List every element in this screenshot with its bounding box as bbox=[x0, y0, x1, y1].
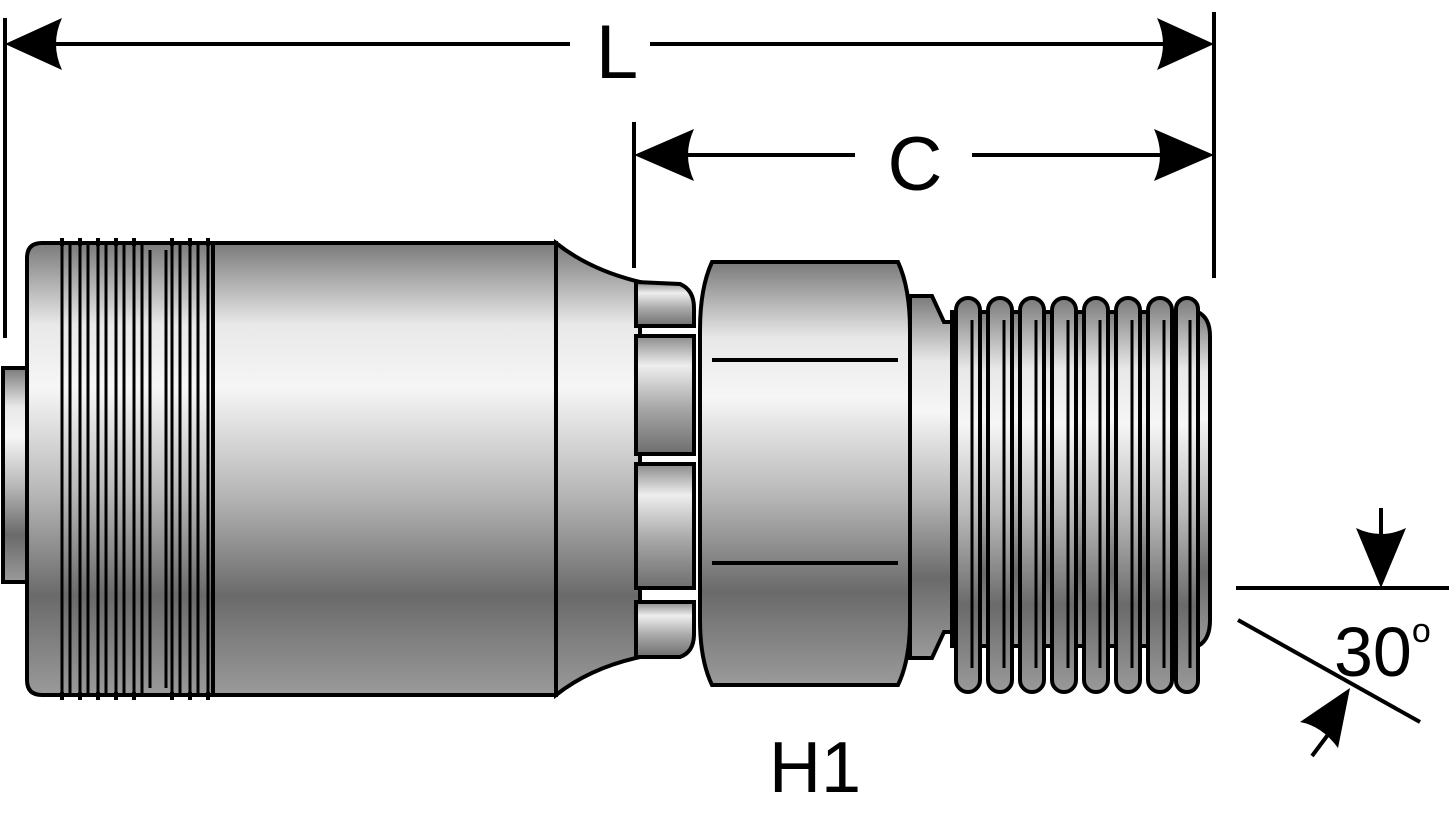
hex-nut bbox=[698, 260, 912, 687]
thread-crests bbox=[954, 296, 1200, 694]
crimp-lugs bbox=[634, 279, 696, 659]
dimension-label-h1: H1 bbox=[769, 728, 861, 808]
dimension-l: L bbox=[3, 10, 1216, 338]
ferrule-sleeve bbox=[211, 241, 558, 697]
dimension-c: C bbox=[632, 122, 1214, 268]
threaded-end bbox=[950, 310, 1212, 648]
angle-unit: o bbox=[1412, 612, 1431, 650]
thread-roots bbox=[970, 320, 1192, 668]
arrowhead-l-left bbox=[5, 18, 62, 70]
arrowhead-c-right bbox=[1154, 129, 1214, 181]
neck bbox=[908, 294, 954, 660]
arrowhead-c-left bbox=[634, 129, 694, 181]
ferrule-collar bbox=[25, 241, 217, 697]
angle-callout: 30o bbox=[1236, 508, 1449, 758]
angle-arrow-bottom-shaft bbox=[1310, 730, 1332, 758]
angle-value: 30 bbox=[1334, 613, 1412, 691]
angle-slope-line bbox=[1237, 618, 1421, 724]
angle-arrow-bottom bbox=[1300, 688, 1350, 748]
collar-teeth bbox=[60, 238, 210, 700]
dimension-label-l: L bbox=[596, 10, 638, 95]
taper-section bbox=[554, 238, 642, 700]
collar-grooves bbox=[60, 243, 210, 695]
fitting-body bbox=[1, 238, 1212, 700]
arrowhead-l-right bbox=[1157, 18, 1214, 70]
dimension-label-c: C bbox=[888, 122, 943, 207]
angle-value-label: 30o bbox=[1334, 612, 1431, 691]
angle-arrow-top bbox=[1356, 528, 1406, 588]
